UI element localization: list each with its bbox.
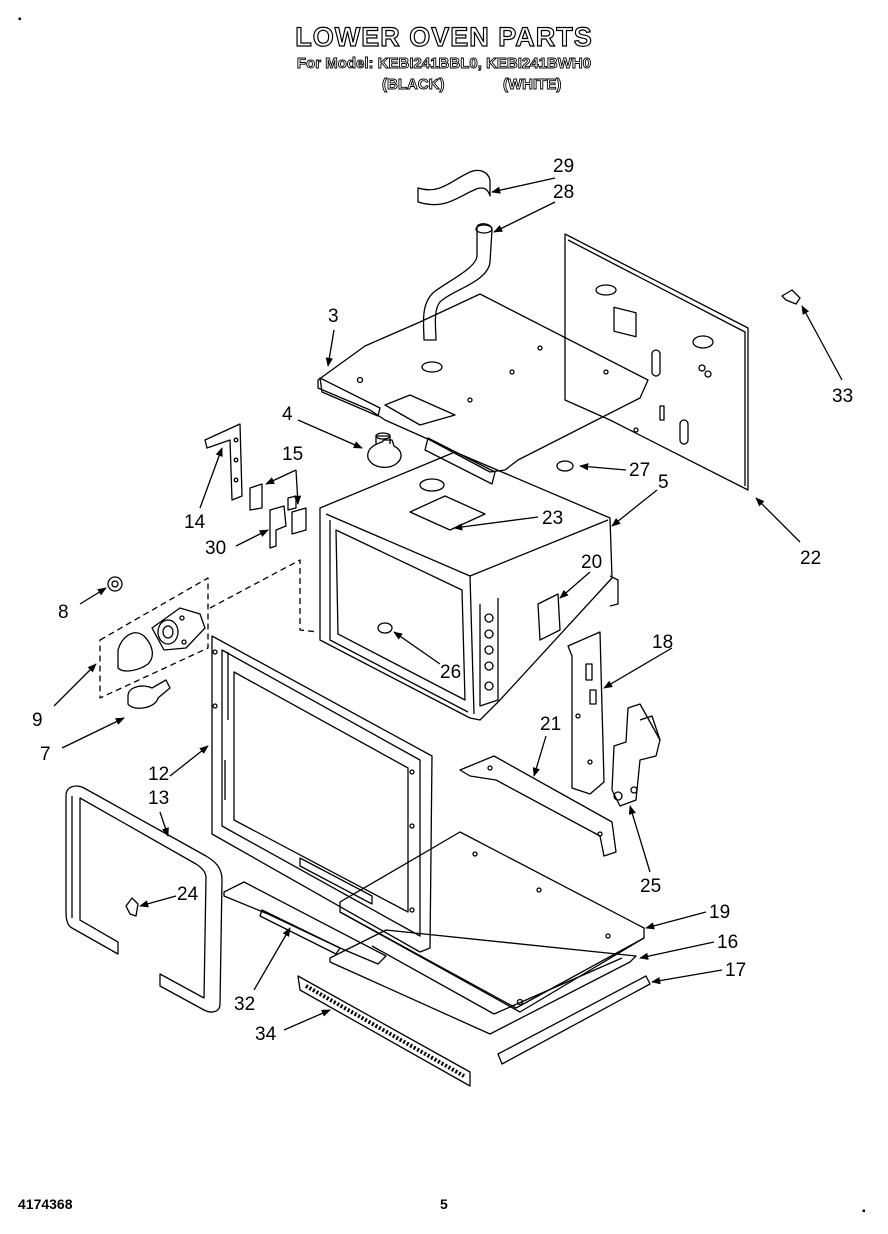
callout-17: 17 [725, 960, 746, 981]
callout-19: 19 [709, 902, 730, 923]
page-title: LOWER OVEN PARTS [295, 21, 593, 52]
part-18-side-bracket [567, 631, 605, 795]
part-9-light-assembly [99, 577, 209, 699]
callout-34: 34 [255, 1024, 277, 1045]
part-26-plug [377, 622, 393, 634]
callout-18: 18 [652, 632, 673, 653]
callout-26: 26 [440, 662, 461, 683]
part-5-oven-cavity [319, 451, 613, 721]
corner-mark: ▪ [18, 14, 22, 25]
part-27-plug [556, 460, 574, 472]
document-number: 4174368 [18, 1196, 73, 1212]
part-21-support-rail [459, 755, 617, 857]
part-22-rear-panel [564, 233, 749, 491]
callout-8: 8 [58, 602, 69, 623]
variant-white: (WHITE) [503, 76, 562, 94]
part-28-tube [422, 223, 493, 341]
corner-mark: ▪ [862, 1206, 866, 1217]
part-13-gasket [65, 785, 223, 1013]
part-28-tube-hole [421, 361, 443, 373]
callout-7: 7 [40, 744, 51, 765]
part-3-top-panel [317, 293, 649, 473]
part-29-hose [417, 169, 491, 206]
callout-21: 21 [540, 714, 561, 735]
part-15-switch-left [249, 483, 263, 511]
part-17-rail [497, 975, 651, 1065]
callout-25: 25 [640, 876, 661, 897]
callout-30: 30 [205, 538, 226, 559]
callout-3: 3 [328, 306, 339, 327]
callout-20: 20 [581, 552, 602, 573]
callout-24: 24 [177, 884, 199, 905]
part-32-hinge-plate [223, 881, 387, 965]
callout-16: 16 [717, 932, 738, 953]
callout-14: 14 [184, 512, 206, 533]
part-15-switch-right [291, 507, 307, 535]
part-33-clip [781, 289, 801, 305]
model-line: For Model: KEBI241BBL0, KEBI241BWH0 [296, 55, 592, 73]
variant-black: (BLACK) [382, 76, 445, 94]
part-8-ring [107, 576, 123, 592]
callout-9: 9 [32, 710, 43, 731]
callout-23: 23 [542, 508, 563, 529]
part-19-bottom-panel [339, 831, 645, 1009]
callout-27: 27 [629, 460, 650, 481]
callout-29: 29 [553, 156, 574, 177]
page-number: 5 [440, 1196, 448, 1212]
callout-5: 5 [658, 472, 669, 493]
part-14-bracket [204, 423, 243, 501]
callout-13: 13 [148, 788, 169, 809]
part-25-hinge [611, 703, 661, 807]
part-16-panel [329, 929, 637, 1035]
callout-22: 22 [800, 548, 821, 569]
callout-4: 4 [282, 404, 293, 425]
part-20-bracket [537, 593, 561, 641]
part-34-kick-panel [297, 975, 471, 1087]
callout-28: 28 [553, 182, 574, 203]
callout-12: 12 [148, 764, 169, 785]
callout-32: 32 [234, 994, 255, 1015]
callout-33: 33 [832, 386, 853, 407]
part-28-tube-end [475, 224, 493, 234]
part-7-bulb [127, 679, 171, 709]
part-24-clip [125, 897, 139, 917]
part-4-sensor [367, 439, 402, 469]
callout-15: 15 [282, 444, 303, 465]
part-12-door-frame [211, 635, 433, 953]
